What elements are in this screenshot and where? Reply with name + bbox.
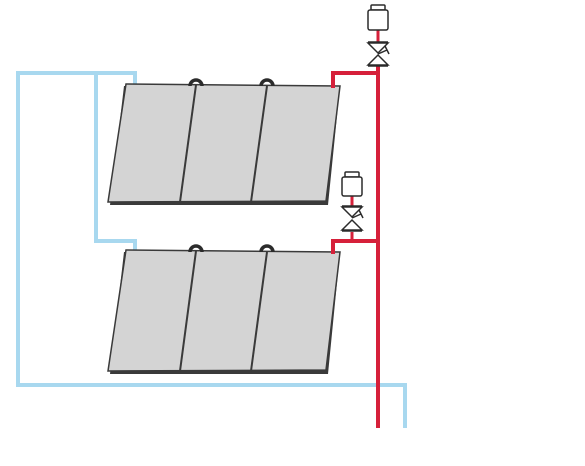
middle-air-vent <box>340 171 364 232</box>
hot-pipe-lower-branch <box>331 239 378 254</box>
lower-panel-divider-2 <box>250 251 268 372</box>
lower-fitting-2 <box>259 244 275 253</box>
lower-collector-array <box>107 244 341 374</box>
middle-isolation-valve-icon <box>340 205 364 232</box>
upper-fitting-2 <box>259 78 275 87</box>
middle-vent-body <box>341 176 363 197</box>
upper-panel-divider-2 <box>250 85 268 203</box>
lower-array-frame <box>107 249 341 372</box>
upper-fitting-1 <box>188 78 204 87</box>
top-vent-body <box>367 9 389 31</box>
cold-return-piping <box>16 71 407 428</box>
top-isolation-valve-icon <box>366 41 390 67</box>
hot-flow-piping <box>331 66 380 428</box>
upper-array-frame <box>107 83 341 203</box>
upper-panel-divider-1 <box>179 84 197 203</box>
hot-pipe-upper-branch <box>331 71 378 88</box>
lower-panel-divider-1 <box>179 250 197 372</box>
cold-pipe-upper-to-lower <box>94 73 137 255</box>
upper-collector-array <box>107 78 341 205</box>
lower-fitting-1 <box>188 244 204 253</box>
top-air-vent <box>366 4 390 67</box>
cold-pipe-outer-loop <box>16 71 407 428</box>
